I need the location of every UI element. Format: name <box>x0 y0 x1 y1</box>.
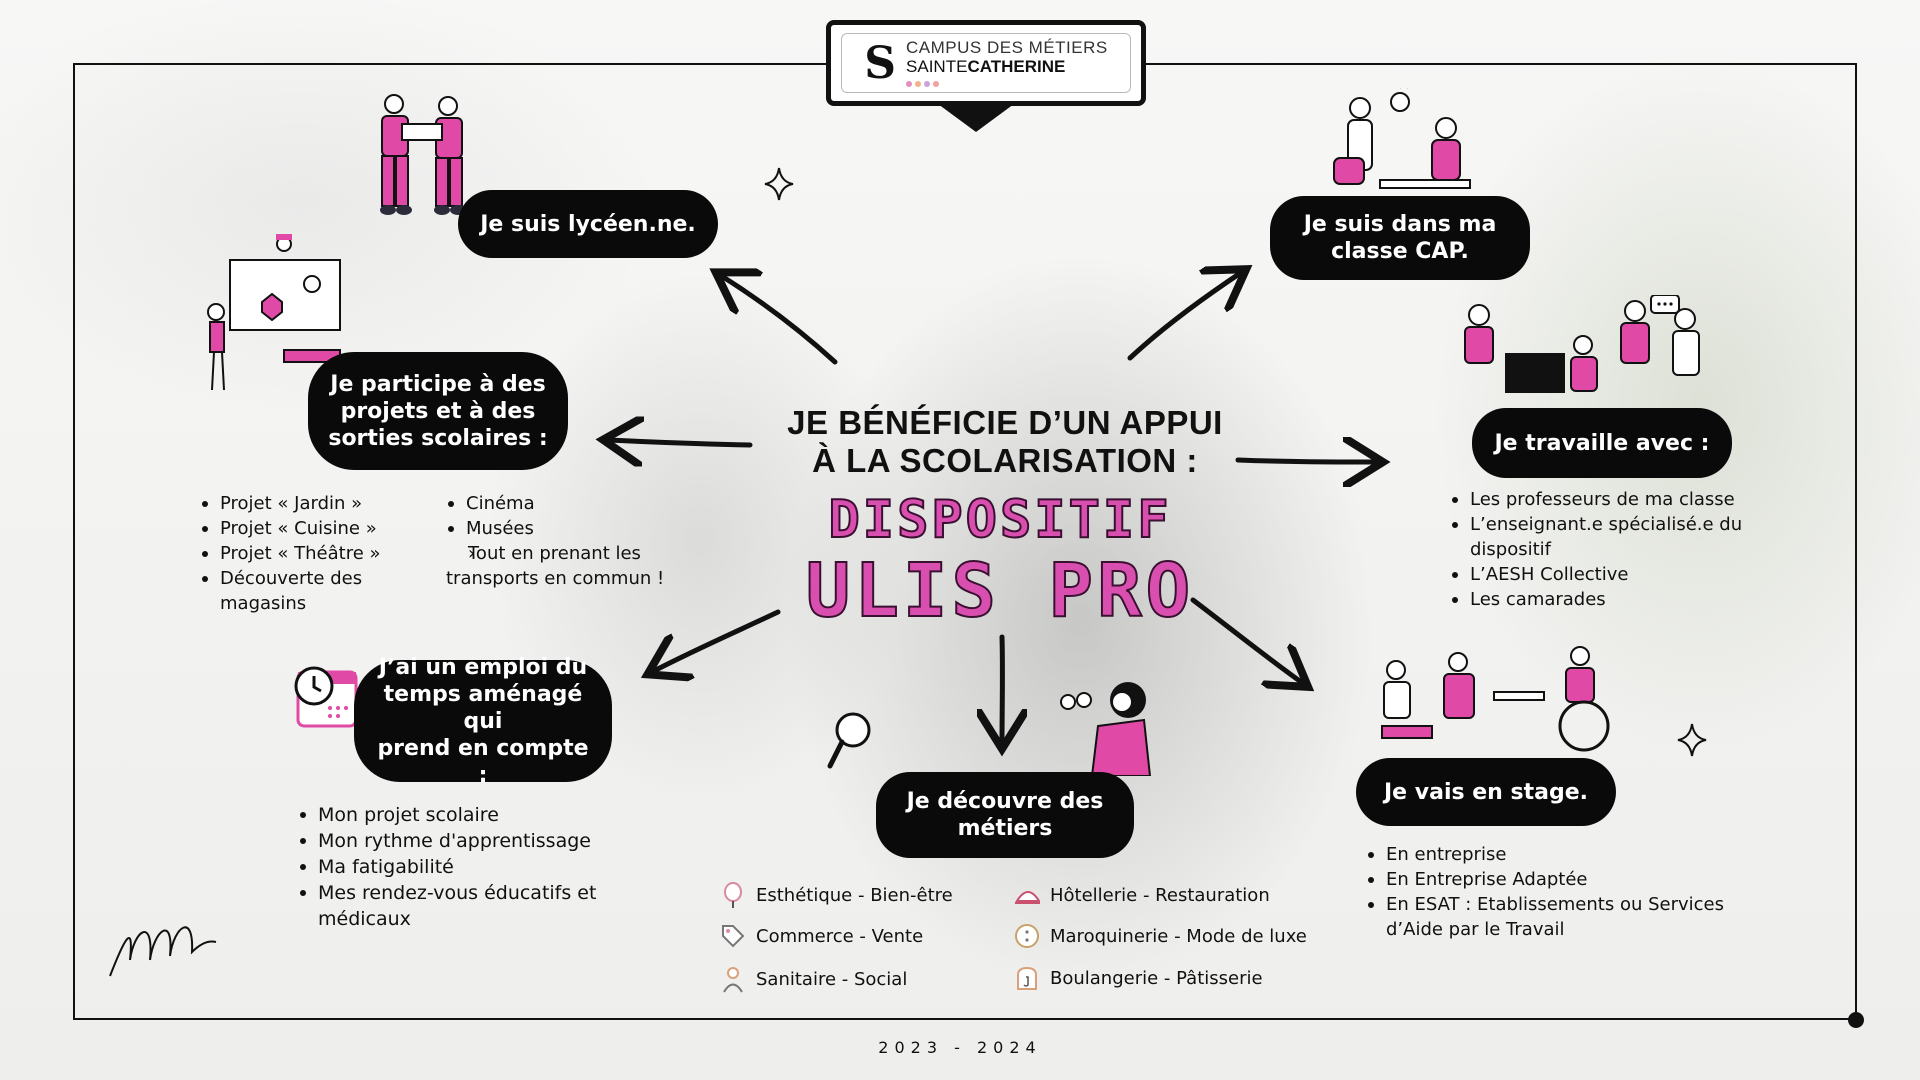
arrow-to-emploi <box>652 609 781 672</box>
logo-pointer <box>938 104 1014 132</box>
projets-list-right: Cinéma Musées Tout en prenant les transp… <box>446 491 686 591</box>
trade-sanitaire: Sanitaire - Social <box>720 966 907 993</box>
logo-line-1: CAMPUS DES MÉTIERS <box>906 38 1108 58</box>
travaille-list: Les professeurs de ma classe L’enseignan… <box>1450 487 1780 612</box>
arrow-to-stage <box>1190 597 1304 684</box>
dispositif-title: DISPOSITIF ULIS PRO <box>805 490 1195 634</box>
stage-list: En entreprise En Entreprise Adaptée En E… <box>1366 842 1766 942</box>
magnifier-icon <box>827 712 871 769</box>
binoculars-person-illustration <box>1060 682 1152 776</box>
logo-dots <box>906 80 1108 87</box>
bubble-stage: Je vais en stage. <box>1356 758 1616 826</box>
teamwork-illustration <box>1464 295 1700 393</box>
campus-logo: S CAMPUS DES MÉTIERS SAINTECATHERINE <box>826 20 1146 106</box>
project-board-illustration <box>207 234 341 391</box>
scribble-decoration <box>109 926 217 977</box>
arrow-to-travaille <box>1235 460 1378 462</box>
trade-commerce: Commerce - Vente <box>720 923 923 949</box>
list-item: Cinéma <box>446 491 686 516</box>
list-item: Découverte des magasins <box>200 566 410 616</box>
sparkle-icon <box>764 167 794 201</box>
mirror-icon <box>720 882 746 908</box>
list-item: Projet « Cuisine » <box>200 516 410 541</box>
classroom-group-illustration <box>1333 88 1471 189</box>
arrow-to-cap <box>1127 272 1242 361</box>
list-item: Ma fatigabilité <box>298 854 658 880</box>
trade-boulangerie: Boulangerie - Pâtisserie <box>1014 965 1263 991</box>
logo-line-2: SAINTECATHERINE <box>906 57 1066 76</box>
list-item: Projet « Théâtre » <box>200 541 410 566</box>
bread-icon <box>1014 965 1040 991</box>
list-item: En Entreprise Adaptée <box>1366 867 1766 892</box>
list-item: Les camarades <box>1450 587 1780 612</box>
arrow-to-projets <box>608 440 753 445</box>
list-item: Les professeurs de ma classe <box>1450 487 1780 512</box>
emploi-list: Mon projet scolaire Mon rythme d'apprent… <box>298 802 658 932</box>
trade-esthetique: Esthétique - Bien-être <box>720 882 953 908</box>
list-item: Mon rythme d'apprentissage <box>298 828 658 854</box>
list-item: Mon projet scolaire <box>298 802 658 828</box>
list-item: Projet « Jardin » <box>200 491 410 516</box>
cloche-icon <box>1014 882 1040 908</box>
trade-maroquinerie: Maroquinerie - Mode de luxe <box>1014 923 1307 949</box>
person-icon <box>720 966 746 993</box>
bubble-lyceen: Je suis lycéen.ne. <box>458 190 718 258</box>
logo-mark: S <box>864 37 897 89</box>
students-reading-illustration <box>380 94 466 215</box>
price-tag-icon <box>720 923 746 949</box>
sparkle-icon <box>1677 723 1707 757</box>
frame-end-dot <box>1848 1012 1864 1028</box>
list-item: En entreprise <box>1366 842 1766 867</box>
list-item: L’AESH Collective <box>1450 562 1780 587</box>
list-item: Tout en prenant les transports en commun… <box>446 541 686 591</box>
calendar-clock-icon <box>294 666 358 728</box>
arrow-to-lyceen <box>720 275 838 365</box>
bubble-travaille: Je travaille avec : <box>1472 408 1732 478</box>
trade-hotellerie: Hôtellerie - Restauration <box>1014 882 1270 908</box>
list-item: En ESAT : Etablissements ou Services d’A… <box>1366 892 1766 942</box>
list-item: Musées <box>446 516 686 541</box>
list-item: Mes rendez-vous éducatifs et médicaux <box>298 880 658 932</box>
list-item: L’enseignant.e spécialisé.e du dispositi… <box>1450 512 1780 562</box>
button-icon <box>1014 923 1040 949</box>
central-heading: JE BÉNÉFICIE D’UN APPUI À LA SCOLARISATI… <box>787 404 1223 479</box>
projets-list-left: Projet « Jardin » Projet « Cuisine » Pro… <box>200 491 410 616</box>
school-year: 2023 - 2024 <box>878 1038 1042 1057</box>
internship-workers-illustration <box>1381 646 1610 752</box>
